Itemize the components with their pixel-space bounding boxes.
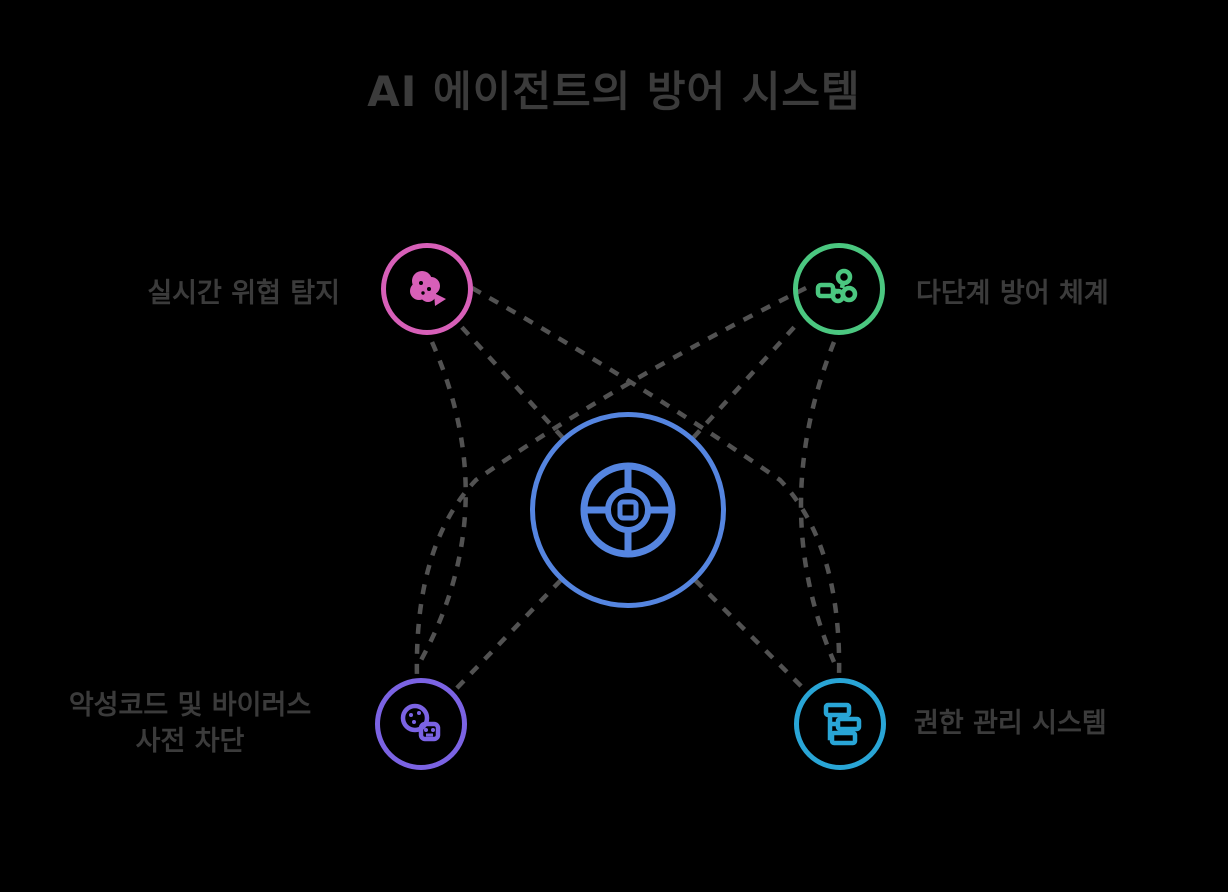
node-bottom-left — [375, 678, 467, 770]
label-top-right: 다단계 방어 체계 — [916, 278, 1109, 309]
molecule-icon — [815, 268, 858, 304]
hierarchy-icon — [823, 702, 862, 746]
connector-center-green — [691, 321, 800, 440]
center-node — [530, 412, 726, 608]
label-bottom-left: 악성코드 및 바이러스 사전 차단 — [40, 688, 340, 760]
label-bottom-right: 권한 관리 시스템 — [914, 708, 1107, 739]
target-icon — [580, 462, 676, 558]
connector-green-cyan — [798, 341, 837, 663]
connector-center-pink — [456, 321, 565, 440]
diagram-title: AI 에이전트의 방어 시스템 — [367, 67, 861, 116]
connector-pink-purple — [418, 341, 468, 664]
node-top-left — [381, 243, 473, 335]
virus-icon — [400, 703, 441, 742]
germ-icon — [410, 271, 446, 306]
label-bottom-left-line1: 악성코드 및 바이러스 — [68, 690, 312, 721]
node-bottom-right — [794, 678, 886, 770]
connector-pink-cyan — [470, 286, 842, 679]
label-bottom-left-line2: 사전 차단 — [135, 726, 245, 757]
connector-center-purple — [453, 578, 563, 692]
connector-center-cyan — [693, 578, 807, 692]
connector-green-purple — [414, 285, 808, 679]
label-top-left: 실시간 위협 탐지 — [147, 278, 340, 309]
node-top-right — [793, 243, 885, 335]
